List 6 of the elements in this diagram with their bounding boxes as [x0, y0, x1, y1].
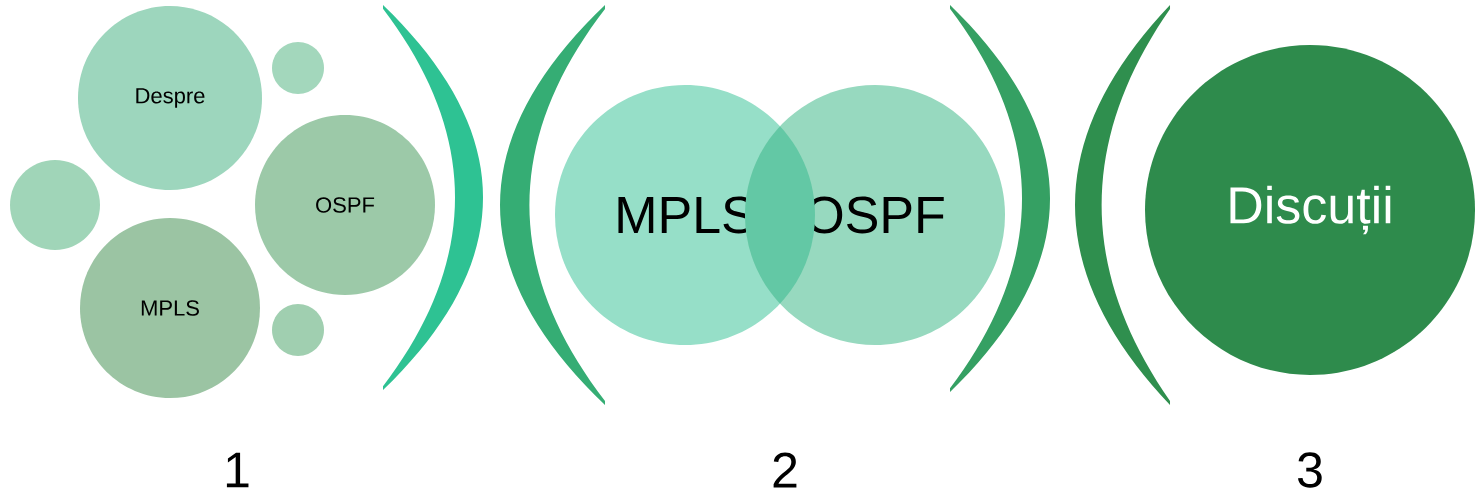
bubble — [272, 304, 324, 356]
step-number: 3 — [1298, 452, 1322, 488]
bubble — [10, 160, 100, 250]
step-number: 1 — [226, 452, 249, 488]
step-number: 2 — [773, 452, 797, 488]
bubble — [272, 42, 324, 94]
